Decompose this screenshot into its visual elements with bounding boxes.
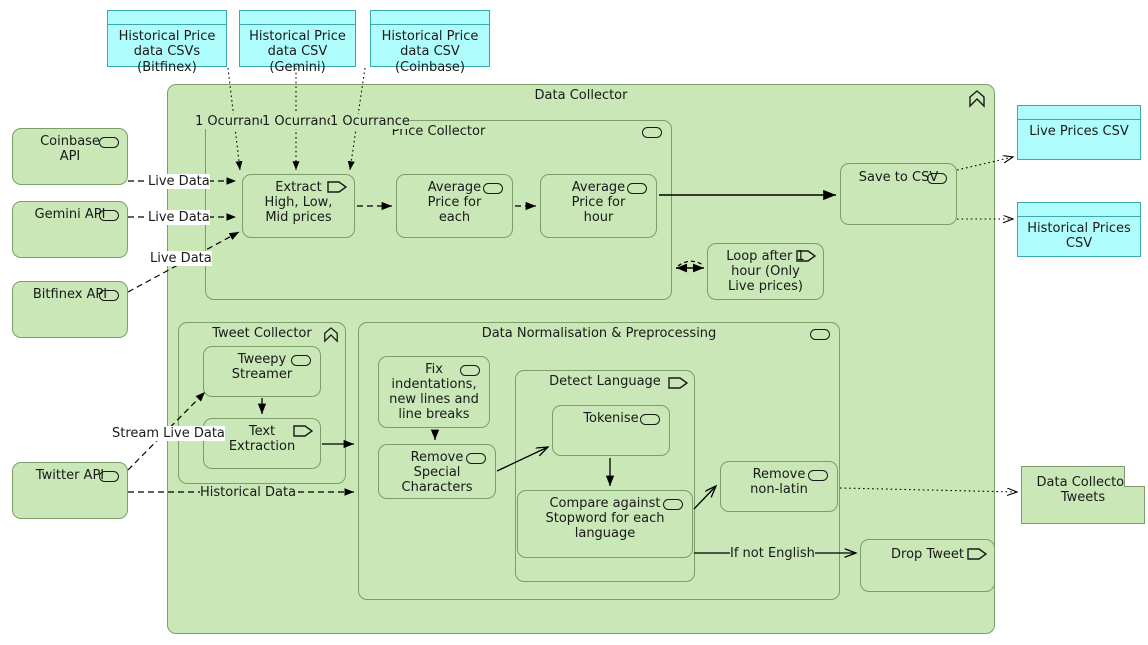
api-label-twitter: Twitter API — [35, 468, 105, 483]
node-average-price-each[interactable]: Average Price for each — [396, 174, 513, 238]
node-drop-tweet[interactable]: Drop Tweet — [860, 539, 995, 592]
node-label: Extract High, Low, Mid prices — [264, 180, 333, 226]
service-icon — [627, 183, 647, 194]
container-title-tweet-collector: Tweet Collector — [212, 326, 312, 341]
service-icon — [460, 365, 480, 376]
node-remove-non-latin[interactable]: Remove non-latin — [720, 461, 838, 512]
data-object-band — [371, 11, 489, 25]
node-average-price-hour[interactable]: Average Price for hour — [540, 174, 657, 238]
node-remove-special-characters[interactable]: Remove Special Characters — [378, 444, 496, 499]
data-object-historical-bitfinex[interactable]: Historical Price data CSVs (Bitfinex) — [107, 10, 227, 75]
node-label: Compare against Stopword for each langua… — [545, 496, 665, 542]
service-icon — [99, 290, 119, 301]
service-icon — [466, 453, 486, 464]
node-compare-stopword[interactable]: Compare against Stopword for each langua… — [517, 490, 693, 558]
service-icon — [808, 470, 828, 481]
data-object-band — [240, 11, 355, 25]
node-label: Tokenise — [583, 411, 639, 426]
service-icon — [640, 414, 660, 425]
grouping-chevron-icon — [968, 90, 986, 108]
data-object-band — [108, 11, 226, 25]
deliverable-data-collector-tweets[interactable]: Data Collector Tweets — [1021, 466, 1145, 524]
api-label-coinbase: Coinbase API — [40, 134, 100, 165]
service-icon — [99, 210, 119, 221]
api-box-twitter[interactable]: Twitter API — [12, 462, 128, 519]
edge-label-live-data-coinbase: Live Data — [148, 174, 210, 189]
folded-corner-icon — [1124, 466, 1145, 487]
node-label: Remove Special Characters — [401, 450, 473, 496]
api-label-gemini: Gemini API — [34, 207, 106, 222]
deliverable-label: Data Collector Tweets — [1036, 475, 1130, 506]
edge-label-occurrence-1: 1 Ocurrance — [195, 114, 275, 129]
node-loop-after-1-hour[interactable]: Loop after 1 hour (Only Live prices) — [707, 243, 824, 300]
node-label: Text Extraction — [228, 424, 296, 455]
container-title-data-collector: Data Collector — [534, 88, 628, 103]
data-object-historical-gemini[interactable]: Historical Price data CSV (Gemini) — [239, 10, 356, 75]
api-box-coinbase[interactable]: Coinbase API — [12, 128, 128, 185]
node-label: Fix indentations, new lines and line bre… — [389, 362, 479, 423]
node-save-to-csv[interactable]: Save to CSV — [840, 163, 957, 225]
data-object-label: Historical Prices CSV — [1027, 221, 1131, 252]
edge-label-live-data-bitfinex: Live Data — [150, 251, 212, 266]
edge-label-occurrence-2: 1 Ocurrance — [262, 114, 342, 129]
node-fix-indentations[interactable]: Fix indentations, new lines and line bre… — [378, 356, 490, 428]
node-tweepy-streamer[interactable]: Tweepy Streamer — [203, 346, 321, 397]
process-icon — [327, 181, 347, 193]
data-object-label: Live Prices CSV — [1029, 124, 1129, 139]
process-icon — [668, 377, 688, 389]
service-icon — [291, 355, 311, 366]
data-object-live-prices-csv[interactable]: Live Prices CSV — [1017, 105, 1141, 160]
node-extract-prices[interactable]: Extract High, Low, Mid prices — [242, 174, 355, 238]
edge-label-live-data-gemini: Live Data — [148, 210, 210, 225]
data-object-label: Historical Price data CSV (Gemini) — [249, 29, 346, 75]
data-object-historical-prices-csv[interactable]: Historical Prices CSV — [1017, 202, 1141, 257]
service-icon — [927, 173, 947, 184]
edge-label-historical-data: Historical Data — [200, 485, 297, 500]
process-icon — [796, 250, 816, 262]
service-icon — [642, 127, 662, 138]
service-icon — [99, 471, 119, 482]
service-icon — [99, 137, 119, 148]
service-icon — [810, 329, 830, 340]
edge-label-if-not-english: If not English — [730, 546, 815, 561]
api-box-bitfinex[interactable]: Bitfinex API — [12, 281, 128, 338]
node-label: Remove non-latin — [750, 467, 808, 498]
node-label: Average Price for hour — [571, 180, 626, 226]
data-object-label: Historical Price data CSV (Coinbase) — [381, 29, 479, 75]
node-tokenise[interactable]: Tokenise — [552, 405, 670, 456]
edge-label-stream-live-data: Stream Live Data — [112, 426, 225, 441]
data-object-band — [1018, 203, 1140, 217]
container-title-data-normalisation: Data Normalisation & Preprocessing — [481, 326, 717, 341]
api-box-gemini[interactable]: Gemini API — [12, 201, 128, 258]
node-label: Drop Tweet — [891, 547, 964, 562]
node-label: Loop after 1 hour (Only Live prices) — [726, 249, 805, 295]
data-object-label: Historical Price data CSVs (Bitfinex) — [118, 29, 216, 75]
edge-label-occurrence-3: 1 Ocurrance — [330, 114, 410, 129]
node-label: Tweepy Streamer — [231, 352, 293, 383]
data-object-historical-coinbase[interactable]: Historical Price data CSV (Coinbase) — [370, 10, 490, 75]
node-label: Average Price for each — [427, 180, 482, 226]
process-icon — [967, 548, 987, 560]
process-icon — [293, 425, 313, 437]
service-icon — [483, 183, 503, 194]
node-label: Save to CSV — [858, 170, 939, 185]
api-label-bitfinex: Bitfinex API — [32, 287, 108, 302]
service-icon — [663, 499, 683, 510]
data-object-band — [1018, 106, 1140, 120]
grouping-chevron-icon — [323, 327, 339, 343]
